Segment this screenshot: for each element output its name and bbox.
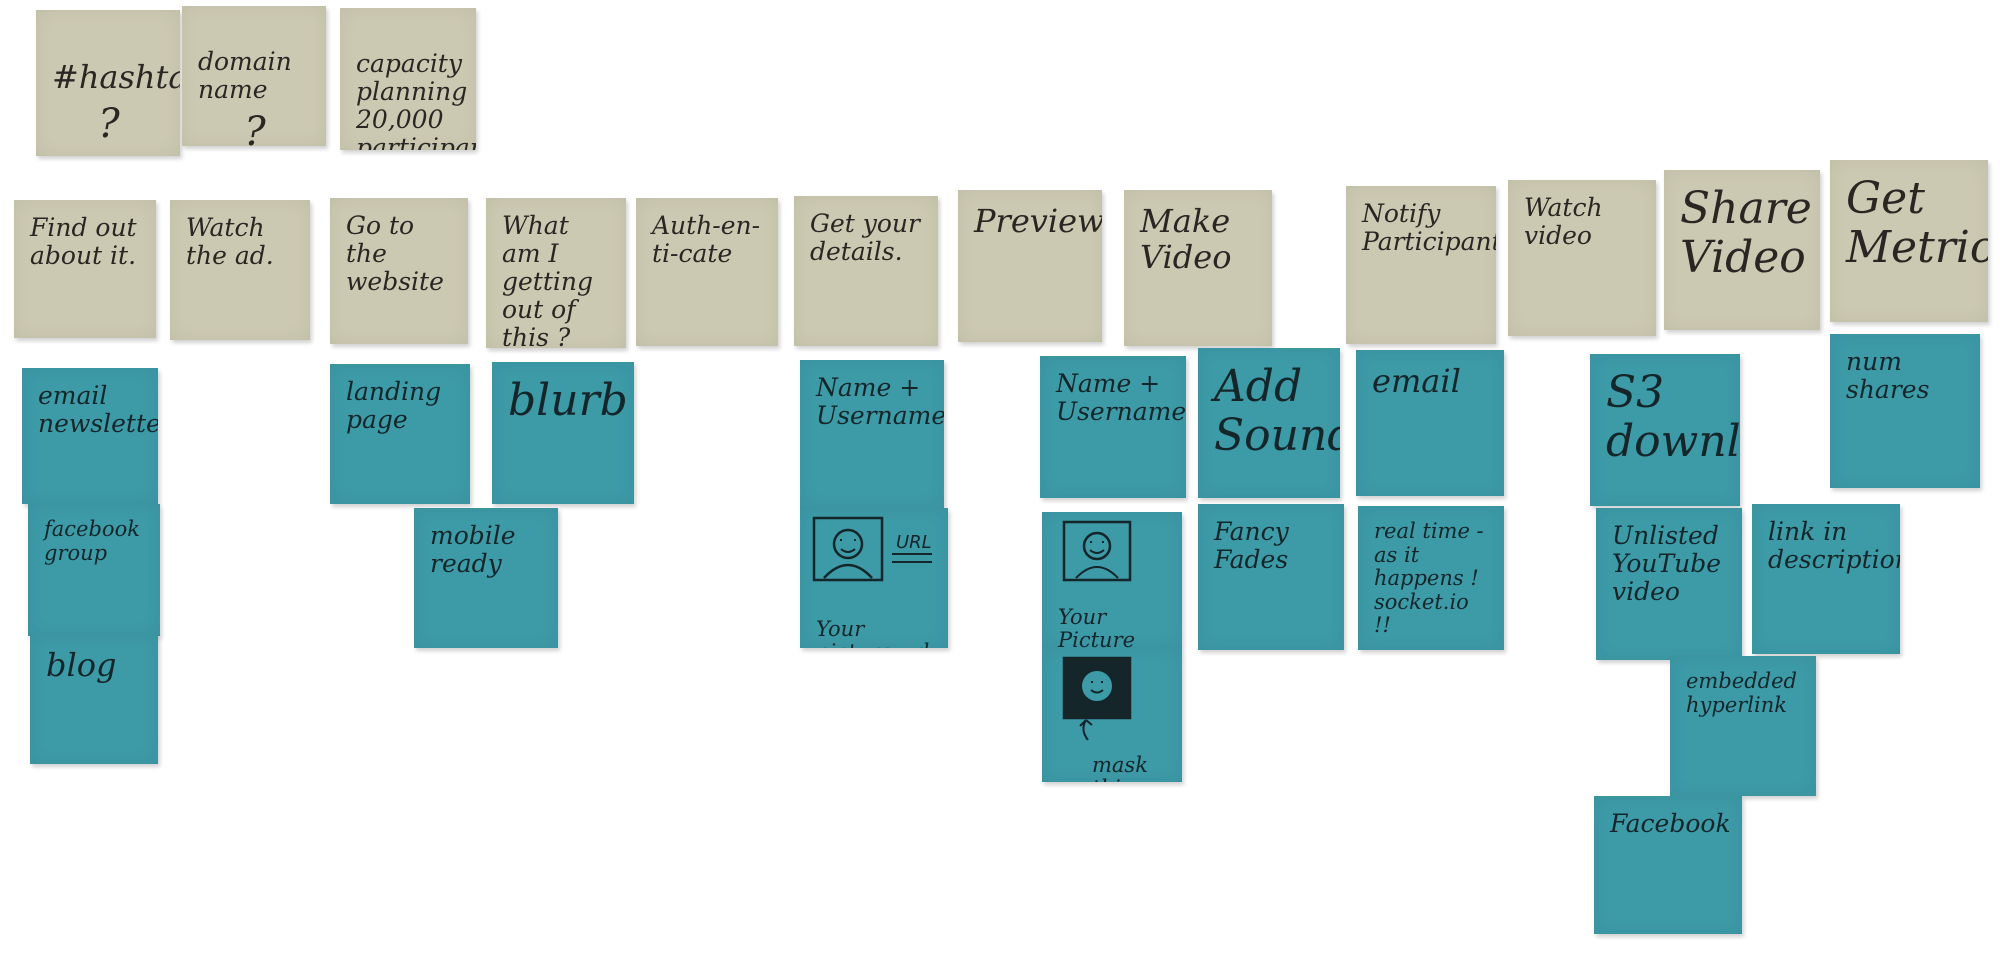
- detail-blog: blog: [30, 634, 158, 764]
- your-picture-sketch: [1062, 520, 1132, 582]
- capacity-planning-note: capacity planning 20,000 participants.: [340, 8, 476, 150]
- your-picture-url-text: Your picture url: [816, 616, 929, 648]
- detail-s3-download: S3 download: [1590, 354, 1740, 506]
- detail-facebook: Facebook: [1594, 796, 1742, 934]
- detail-make-video-name-username: Name + Username: [1040, 356, 1186, 498]
- step-get-your-details: Get your details.: [794, 196, 938, 346]
- step-watch-ad: Watch the ad.: [170, 200, 310, 340]
- detail-facebook-group: facebook group: [28, 504, 160, 636]
- url-label: URL: [896, 532, 932, 553]
- detail-mobile-ready: mobile ready: [414, 508, 558, 648]
- step-get-metrics: Get Metrics: [1830, 160, 1988, 322]
- step-preview: Preview: [958, 190, 1102, 342]
- your-picture-text: Your Picture: [1058, 604, 1136, 648]
- picture-frame-icon: [812, 516, 884, 582]
- domain-name-note: domain name ?: [182, 6, 326, 146]
- hashtag-question-mark: ?: [98, 100, 120, 147]
- detail-real-time: real time - as it happens ! socket.io !!: [1358, 506, 1504, 650]
- detail-link-in-description: link in description: [1752, 504, 1900, 654]
- step-share-video: Share Video: [1664, 170, 1820, 330]
- step-find-out: Find out about it.: [14, 200, 156, 338]
- step-watch-video: Watch video: [1508, 180, 1656, 336]
- domain-name-text: domain name: [198, 47, 292, 104]
- detail-embedded-hyperlink: embedded hyperlink: [1670, 656, 1816, 796]
- hashtag-note: #hashtag ?: [36, 10, 180, 156]
- hashtag-text: #hashtag: [52, 57, 180, 96]
- face-icon: [1082, 531, 1112, 561]
- capacity-planning-text: capacity planning 20,000 participants.: [356, 49, 476, 151]
- mask-this-text: mask this.: [1092, 752, 1148, 782]
- detail-fancy-fades: Fancy Fades: [1198, 504, 1344, 650]
- detail-add-sound: Add Sound: [1198, 348, 1340, 498]
- detail-name-username: Name + Username: [800, 360, 944, 508]
- mask-sketch: [1062, 656, 1132, 741]
- step-make-video: Make Video: [1124, 190, 1272, 346]
- step-authenticate: Auth-en-ti-cate: [636, 198, 778, 346]
- detail-email: email: [1356, 350, 1504, 496]
- domain-name-question-mark: ?: [244, 109, 266, 146]
- picture-frame-icon: [1062, 520, 1132, 582]
- profile-picture-sketch: URL: [812, 516, 932, 582]
- step-what-am-i-getting: What am I getting out of this ?: [486, 198, 626, 348]
- detail-landing-page: landing page: [330, 364, 470, 504]
- detail-blurb: blurb: [492, 362, 634, 504]
- arrow-icon: [1079, 719, 1093, 741]
- detail-unlisted-youtube: Unlisted YouTube video: [1596, 508, 1742, 660]
- detail-num-shares: num shares: [1830, 334, 1980, 488]
- face-icon: [1080, 669, 1114, 703]
- face-icon: [832, 528, 864, 560]
- detail-email-newsletter: email newsletter: [22, 368, 158, 504]
- step-go-to-website: Go to the website: [330, 198, 468, 344]
- step-notify-participant: Notify Participant: [1346, 186, 1496, 344]
